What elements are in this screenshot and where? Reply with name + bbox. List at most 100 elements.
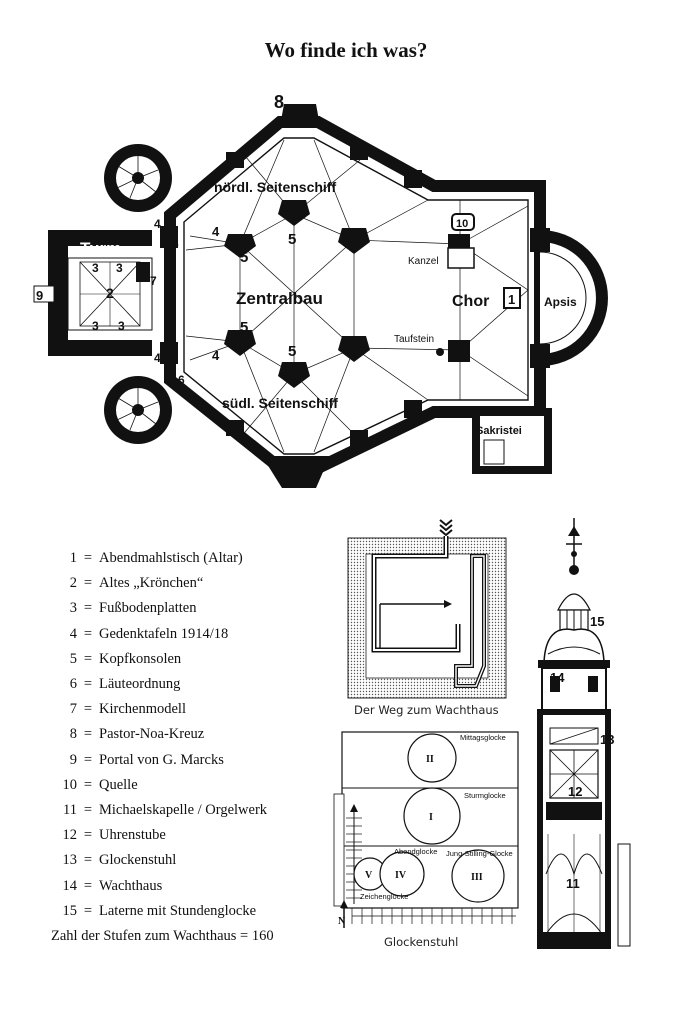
legend-number: 4 xyxy=(69,625,77,642)
marker-3: 3 xyxy=(118,319,125,333)
bell-label: Sturmglocke xyxy=(464,791,506,800)
marker-8: 8 xyxy=(274,92,284,112)
bell-label: Jung-Stilling-Glocke xyxy=(446,849,513,858)
bell-mittagsglocke xyxy=(407,733,457,783)
bell-abendglocke xyxy=(379,851,425,897)
legend-text: Wachthaus xyxy=(99,877,163,894)
marker-9: 9 xyxy=(36,288,43,303)
legend-equals: = xyxy=(83,827,93,844)
legend-equals: = xyxy=(83,650,93,667)
legend-text: Pastor-Noa-Kreuz xyxy=(99,726,205,743)
bell-sturmglocke xyxy=(403,787,461,845)
bell-number: V xyxy=(365,870,373,881)
tower-marker-15: 15 xyxy=(590,614,604,629)
legend-number: 14 xyxy=(62,877,78,894)
bell-label: Abendglocke xyxy=(394,847,437,856)
legend-item: 15=Laterne mit Stundenglocke xyxy=(44,899,344,924)
legend-text: Gedenktafeln 1914/18 xyxy=(99,625,229,642)
legend-text: Glockenstuhl xyxy=(99,852,177,869)
legend-item: 3=Fußbodenplatten xyxy=(44,596,344,621)
label-chor: Chor xyxy=(452,293,489,310)
apse xyxy=(539,230,608,366)
marker-5: 5 xyxy=(240,319,248,336)
legend-text: Michaelskapelle / Orgelwerk xyxy=(99,802,268,819)
legend-number: 15 xyxy=(62,902,78,919)
legend-number: 10 xyxy=(62,776,78,793)
legend-item: 11=Michaelskapelle / Orgelwerk xyxy=(44,798,344,823)
legend-number: 1 xyxy=(69,550,77,566)
marker-4: 4 xyxy=(212,224,220,239)
label-north-aisle: nördl. Seitenschiff xyxy=(214,179,336,195)
label-sakristei: Sakristei xyxy=(476,425,522,437)
label-zentralbau: Zentralbau xyxy=(236,289,323,308)
legend-equals: = xyxy=(83,852,93,869)
legend-equals: = xyxy=(83,802,93,819)
legend-equals: = xyxy=(83,625,93,642)
label-turm: Turm xyxy=(80,239,121,258)
bell-number: I xyxy=(429,812,433,823)
marker-2: 2 xyxy=(106,285,114,301)
page-title: Wo finde ich was? xyxy=(264,38,428,62)
legend-text: Kopfkonsolen xyxy=(99,650,182,667)
marker-4: 4 xyxy=(154,351,161,365)
marker-3: 3 xyxy=(92,319,99,333)
legend: 1=Abendmahlstisch (Altar)2=Altes „Krönch… xyxy=(44,546,344,949)
marker-4: 4 xyxy=(154,217,161,231)
legend-equals: = xyxy=(83,877,93,894)
legend-text: Uhrenstube xyxy=(99,827,166,844)
legend-text: Quelle xyxy=(99,776,138,793)
path-to-wachthaus-diagram: Der Weg zum Wachthaus xyxy=(347,519,507,717)
marker-3: 3 xyxy=(92,261,99,275)
legend-item: 7=Kirchenmodell xyxy=(44,697,344,722)
legend-item: 12=Uhrenstube xyxy=(44,823,344,848)
tower-marker-14: 14 xyxy=(550,670,565,685)
legend-item: 6=Läuteordnung xyxy=(44,672,344,697)
pulpit xyxy=(447,247,475,269)
chevron-down-icon xyxy=(439,519,453,537)
legend-number: 3 xyxy=(69,600,77,617)
legend-equals: = xyxy=(83,726,93,743)
legend-text: Portal von G. Marcks xyxy=(99,751,224,768)
marker-4: 4 xyxy=(212,348,220,363)
marker-6: 6 xyxy=(172,237,179,251)
north-arrow-icon xyxy=(340,900,348,928)
legend-number: 8 xyxy=(69,726,77,743)
label-apsis: Apsis xyxy=(544,295,577,309)
label-taufstein: Taufstein xyxy=(394,334,434,345)
tower-marker-13: 13 xyxy=(600,732,614,747)
legend-number: 6 xyxy=(69,676,77,693)
legend-text: Kirchenmodell xyxy=(99,701,186,718)
tower-section-diagram: 15 14 13 12 11 xyxy=(537,518,631,949)
legend-text: Abendmahlstisch (Altar) xyxy=(99,550,243,566)
legend-text: Läuteordnung xyxy=(99,676,181,693)
marker-5: 5 xyxy=(288,231,296,248)
legend-item: 13 = Glockenstuhl xyxy=(44,848,344,873)
bell-jung-stilling xyxy=(451,849,505,903)
font-dot xyxy=(436,348,444,356)
bell-number: II xyxy=(426,754,434,765)
north-label: N xyxy=(338,916,346,927)
steps-note: Zahl der Stufen zum Wachthaus = 160 xyxy=(51,928,274,945)
legend-equals: = xyxy=(83,701,93,718)
legend-equals: = xyxy=(83,575,93,592)
legend-item: 1 = Abendmahlstisch (Altar) xyxy=(44,546,344,571)
legend-text: Altes „Krönchen“ xyxy=(99,575,204,592)
bell-caption: Glockenstuhl xyxy=(384,935,458,949)
label-kanzel: Kanzel xyxy=(408,256,439,267)
marker-5: 5 xyxy=(288,343,296,360)
legend-item: 2=Altes „Krönchen“ xyxy=(44,571,344,596)
legend-item: 8 = Pastor-Noa-Kreuz xyxy=(44,722,344,747)
marker-6: 6 xyxy=(178,373,185,387)
legend-item: 5=Kopfkonsolen xyxy=(44,647,344,672)
marker-10: 10 xyxy=(456,218,468,230)
bell-number: IV xyxy=(395,870,407,881)
legend-item: 4 = Gedenktafeln 1914/18 xyxy=(44,622,344,647)
legend-equals: = xyxy=(83,751,93,768)
legend-equals: = xyxy=(83,550,93,566)
bell-label: Zeichenglocke xyxy=(360,892,408,901)
legend-item: 10=Quelle xyxy=(44,773,344,798)
legend-number: 13 xyxy=(62,852,78,869)
legend-equals: = xyxy=(83,600,93,617)
tower-marker-11: 11 xyxy=(566,876,580,891)
legend-text: Laterne mit Stundenglocke xyxy=(99,902,257,919)
